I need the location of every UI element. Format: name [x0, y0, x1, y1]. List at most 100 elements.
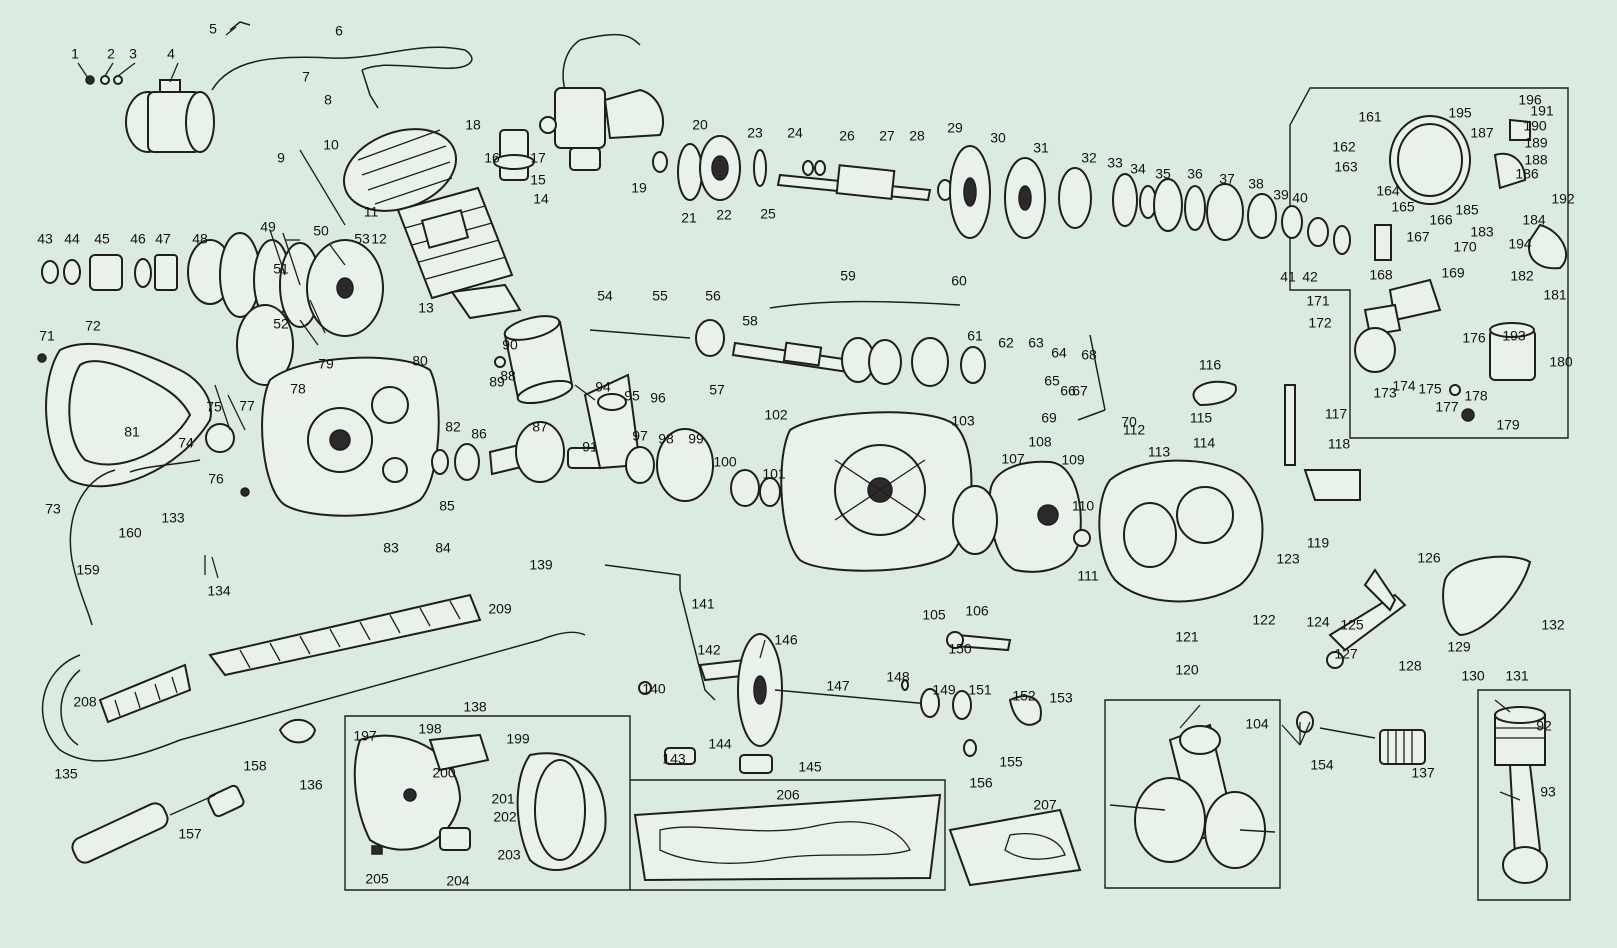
part-number-label: 183: [1470, 224, 1494, 240]
part-number-label: 67: [1072, 383, 1088, 399]
part-number-label: 75: [206, 399, 222, 415]
part-number-label: 62: [998, 335, 1014, 351]
part-number-label: 80: [412, 353, 428, 369]
part-number-label: 78: [290, 381, 306, 397]
part-number-label: 123: [1276, 551, 1300, 567]
part-number-label: 50: [313, 223, 329, 239]
part-number-label: 42: [1302, 269, 1318, 285]
part-number-label: 84: [435, 540, 451, 556]
part-number-label: 195: [1448, 105, 1472, 121]
part-number-label: 121: [1175, 629, 1199, 645]
part-number-label: 79: [318, 356, 334, 372]
part-number-label: 15: [530, 172, 546, 188]
part-number-label: 43: [37, 231, 53, 247]
part-number-label: 69: [1041, 410, 1057, 426]
part-number-label: 28: [909, 128, 925, 144]
piston-and-ring: [494, 315, 574, 405]
part-number-label: 138: [463, 699, 487, 715]
part-number-label: 87: [532, 419, 548, 435]
part-number-label: 30: [990, 130, 1006, 146]
part-number-label: 169: [1441, 265, 1465, 281]
part-number-label: 104: [1245, 716, 1269, 732]
fuel-tap: [493, 129, 535, 181]
part-number-label: 178: [1464, 388, 1488, 404]
part-number-label: 168: [1369, 267, 1393, 283]
part-number-label: 135: [54, 766, 78, 782]
part-number-label: 141: [691, 596, 715, 612]
part-number-label: 18: [465, 117, 481, 133]
cylinder-barrel: [396, 186, 522, 320]
part-number-label: 112: [1123, 422, 1146, 438]
part-number-label: 131: [1505, 668, 1529, 684]
inset-gasket-set-1: [633, 793, 942, 882]
part-number-label: 81: [124, 424, 140, 440]
part-number-label: 7: [302, 69, 310, 85]
part-number-label: 105: [922, 607, 946, 623]
part-number-label: 180: [1549, 354, 1573, 370]
part-number-label: 89: [489, 374, 505, 390]
part-number-label: 39: [1273, 187, 1289, 203]
part-number-label: 144: [708, 736, 732, 752]
part-number-label: 56: [705, 288, 721, 304]
inset-crankshaft-assembly: [1109, 723, 1276, 869]
part-number-label: 11: [364, 204, 379, 220]
left-crankcase: [240, 356, 440, 517]
part-number-label: 34: [1130, 161, 1146, 177]
part-number-label: 95: [624, 388, 640, 404]
part-number-label: 120: [1175, 662, 1199, 678]
part-number-label: 175: [1418, 381, 1442, 397]
part-number-label: 137: [1411, 765, 1435, 781]
exhaust-system: [41, 593, 586, 864]
flywheel-magneto: [952, 460, 1091, 573]
part-number-label: 170: [1453, 239, 1477, 255]
part-number-label: 111: [1077, 568, 1098, 584]
part-number-label: 71: [39, 328, 55, 344]
gear-lever-and-layshaft: [604, 564, 1042, 774]
part-number-label: 204: [446, 873, 470, 889]
part-number-label: 130: [1461, 668, 1485, 684]
part-number-label: 74: [178, 435, 194, 451]
part-number-label: 37: [1219, 171, 1235, 187]
part-number-label: 154: [1310, 757, 1334, 773]
part-number-label: 184: [1522, 212, 1546, 228]
part-number-label: 151: [968, 682, 992, 698]
part-number-label: 119: [1307, 535, 1330, 551]
part-number-label: 64: [1051, 345, 1067, 361]
part-number-label: 159: [76, 562, 100, 578]
panel-frames: [344, 87, 1571, 901]
part-number-label: 139: [529, 557, 553, 573]
part-number-label: 14: [533, 191, 549, 207]
part-number-label: 73: [45, 501, 61, 517]
part-number-label: 140: [642, 681, 666, 697]
part-number-label: 58: [742, 313, 758, 329]
part-number-label: 148: [886, 669, 910, 685]
part-number-label: 13: [418, 300, 434, 316]
part-number-label: 127: [1334, 646, 1358, 662]
part-number-label: 171: [1306, 293, 1330, 309]
leader-lines: [77, 26, 1521, 801]
part-number-label: 199: [506, 731, 530, 747]
part-number-label: 83: [383, 540, 399, 556]
part-number-label: 85: [439, 498, 455, 514]
part-number-label: 49: [260, 219, 276, 235]
part-number-label: 134: [207, 583, 231, 599]
part-number-label: 2: [107, 46, 115, 62]
part-number-label: 163: [1334, 159, 1358, 175]
part-number-label: 77: [239, 398, 255, 414]
part-number-label: 26: [839, 128, 855, 144]
part-number-label: 128: [1398, 658, 1422, 674]
kickstart-shaft: [589, 300, 1106, 421]
part-number-label: 150: [948, 641, 972, 657]
part-number-label: 173: [1373, 385, 1397, 401]
part-number-label: 72: [85, 318, 101, 334]
part-number-label: 16: [484, 150, 500, 166]
part-number-label: 198: [418, 721, 442, 737]
part-number-label: 53: [354, 231, 370, 247]
part-number-label: 152: [1012, 688, 1036, 704]
part-number-label: 190: [1523, 118, 1547, 134]
clutch-cover: [37, 342, 212, 488]
part-number-label: 192: [1551, 191, 1575, 207]
part-number-label: 47: [155, 231, 171, 247]
